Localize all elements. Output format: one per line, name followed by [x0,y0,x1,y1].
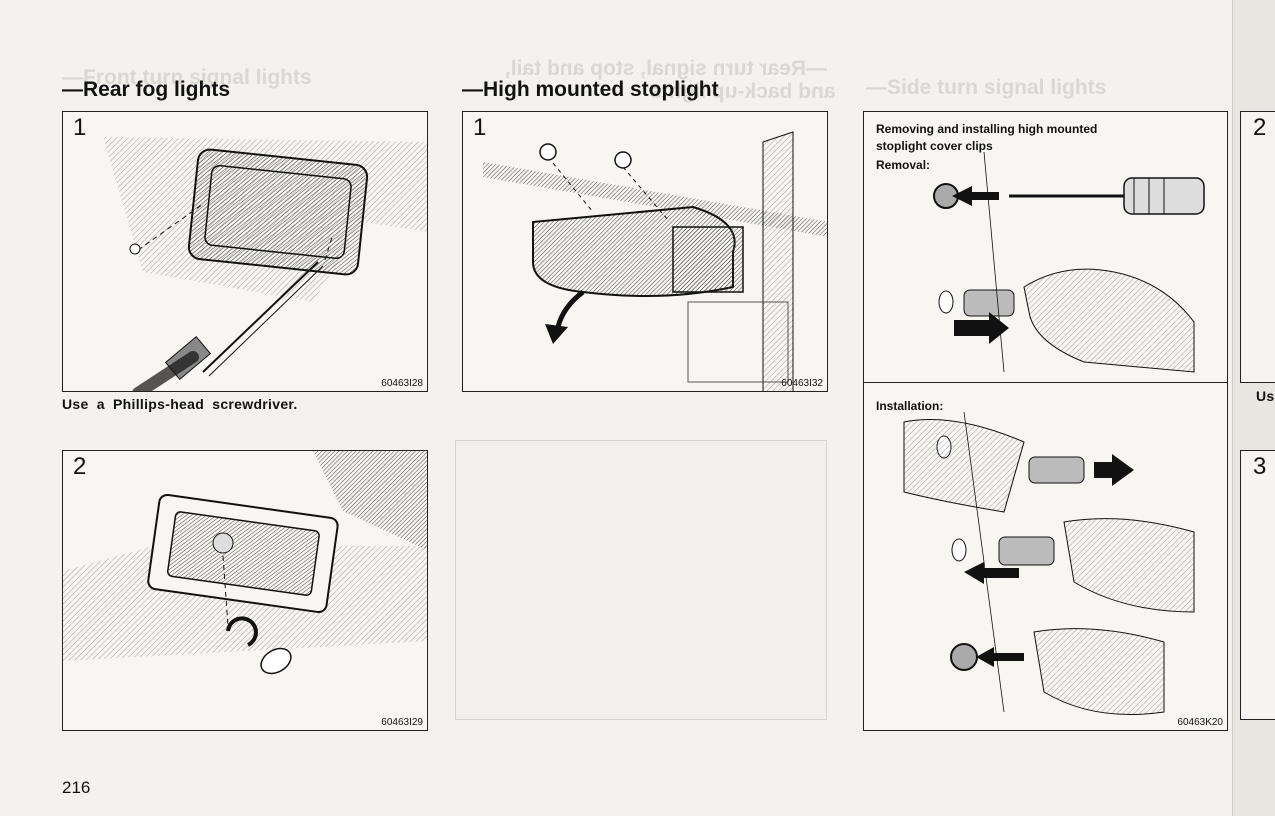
rear-fog-lights-heading: —Rear fog lights [62,78,231,101]
clips-illustration [903,151,1205,715]
rear-fog-step1-figure: 1 60463I28 [62,111,428,392]
ghost-heading-left: —Front turn signal lights [62,66,312,89]
adjacent-caption-fragment: Us [1256,388,1275,404]
clips-title-line2: stoplight cover clips [876,139,993,153]
faded-background-figure [455,440,827,720]
rear-fog-step1-illustration [103,137,427,391]
removal-label: Removal: [876,158,931,172]
high-mounted-stoplight-heading: —High mounted stoplight [462,78,719,101]
high-mounted-step1-figure: 1 60463I32 [462,111,828,392]
page-number: 216 [62,778,91,797]
clips-title-line1: Removing and installing high mounted [876,122,1098,136]
clips-code: 60463K20 [1177,717,1223,728]
adjacent-box1-number: 2 [1253,114,1267,141]
ghost-heading-right: —Side turn signal lights [866,76,1107,99]
adjacent-page-box1: 2 [1240,111,1275,383]
rear-fog-step1-number: 1 [73,114,87,141]
rear-fog-step2-illustration [63,451,427,675]
high-mounted-step1-illustration [483,131,827,391]
rear-fog-step2-figure: 2 60463I29 [62,450,428,731]
installation-label: Installation: [876,399,944,413]
high-mounted-step1-number: 1 [473,114,487,141]
rear-fog-step2-code: 60463I29 [381,717,423,728]
high-mounted-step1-code: 60463I32 [781,378,823,389]
rear-fog-step1-code: 60463I28 [381,378,423,389]
clips-divider [864,382,1227,383]
rear-fog-step2-number: 2 [73,453,87,480]
clips-figure: Removing and installing high mounted sto… [863,111,1228,731]
rear-fog-caption: Use a Phillips-head screwdriver. [62,396,298,412]
adjacent-page-box2: 3 [1240,450,1275,720]
adjacent-box2-number: 3 [1253,453,1267,480]
